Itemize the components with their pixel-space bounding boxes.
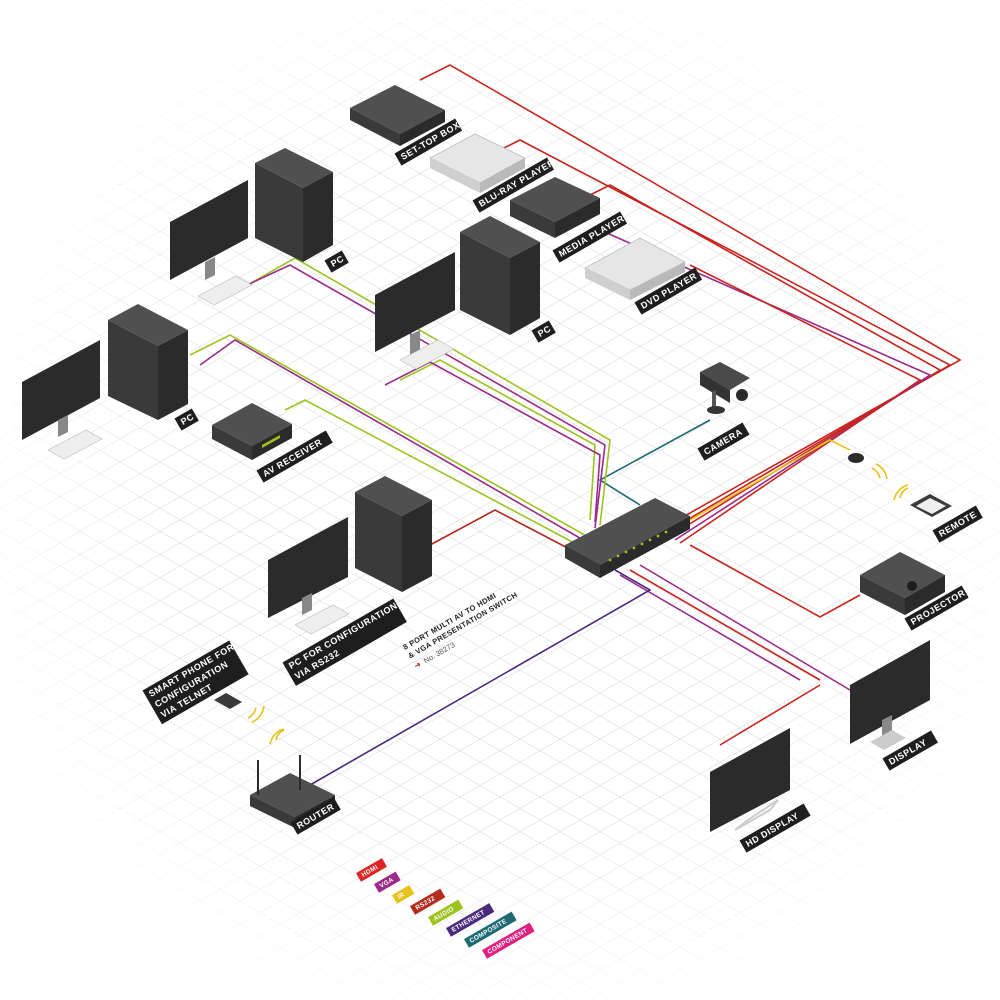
cable-vga-hd-display-2 (619, 574, 801, 681)
legend-swatch (356, 858, 387, 882)
projector-device (860, 552, 945, 615)
label-pc-top-left: PC (324, 250, 349, 273)
blu-ray-device (429, 133, 526, 193)
legend-swatch (392, 885, 415, 904)
pc-center-device (375, 216, 540, 370)
legend-swatch (428, 899, 464, 926)
pc-top-left-device (170, 148, 333, 306)
set-top-box-device (350, 85, 445, 146)
cable-audio-pc-left (189, 334, 591, 539)
smartphone-device (214, 693, 242, 709)
legend-swatch (482, 922, 535, 959)
cable-audio-pc-center (399, 359, 596, 521)
cable-ir-remote (689, 439, 851, 521)
wifi-signal-icon (871, 463, 909, 501)
cable-vga-pc-center (384, 361, 601, 523)
cable-vga-display (639, 564, 851, 691)
media-player-device (510, 177, 600, 238)
hd-display-device (710, 728, 790, 832)
cables (189, 64, 962, 786)
legend-swatch (374, 871, 401, 893)
dvd-player-device (584, 237, 686, 300)
phone-wifi-icon (247, 705, 285, 745)
presentation-switch (565, 498, 690, 578)
cable-hdmi-blu-ray (499, 139, 952, 534)
remote-device (910, 494, 952, 517)
av-receiver-device (212, 403, 292, 460)
display-device (850, 640, 930, 750)
cable-vga-pc-left (199, 339, 586, 542)
cable-hdmi-set-top-box (419, 64, 962, 531)
legend-swatch (410, 888, 446, 915)
legend-item-ir: IR (392, 885, 415, 904)
legend-swatch (464, 911, 517, 948)
cable-hdmi-dvd (679, 264, 922, 544)
cable-hdmi-projector (689, 544, 861, 618)
cable-hdmi-hd-display (719, 684, 821, 746)
camera-device (700, 362, 750, 414)
legend-label: IR (396, 891, 406, 901)
label-pc-center: PC (531, 320, 556, 343)
ir-receiver-device (848, 453, 864, 463)
cable-hdmi-media-player (589, 184, 942, 537)
legend-swatch (446, 903, 495, 937)
arrow-icon: ➜ (413, 659, 424, 670)
cable-hdmi-display (629, 569, 821, 681)
pc-left-device (22, 304, 188, 460)
cable-ethernet-router (309, 569, 652, 786)
cable-vga-pc-top-left (214, 264, 606, 529)
label-pc-left: PC (174, 408, 199, 431)
cable-vga-media (599, 229, 932, 541)
cable-audio-av-receiver (284, 399, 581, 547)
pc-config-device (268, 476, 432, 635)
